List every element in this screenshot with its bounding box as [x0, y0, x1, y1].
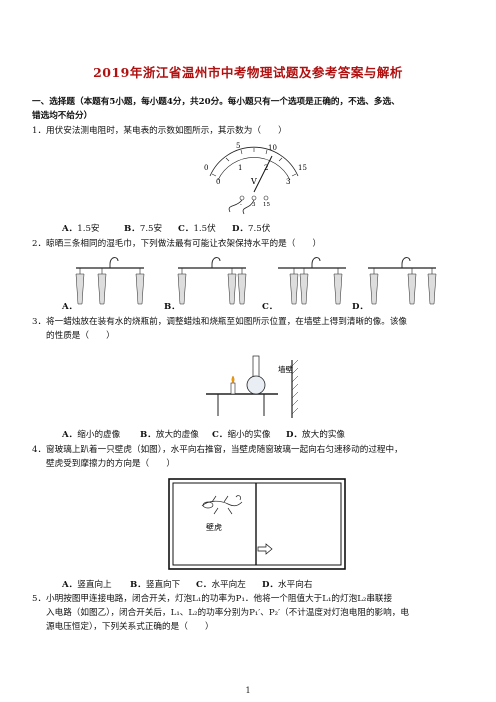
question-5-stem-cont-1: 入电路（如图乙），闭合开关后，L₁、L₂的功率分别为P₁′、P₂′（不计温度对灯…: [46, 608, 409, 618]
meter-inner-arc: [217, 157, 291, 181]
meter-label-low-1: 3: [286, 178, 290, 186]
question-5-stem-cont-2: 源电压恒定），下列关系式正确的是（ ）: [46, 622, 214, 632]
meter-scale-arc: [209, 146, 299, 177]
q1-option-d[interactable]: D．7.5伏: [232, 222, 270, 234]
window-frame: [168, 478, 346, 570]
q4-option-c[interactable]: C．水平向左: [196, 578, 246, 590]
q3-option-b-key: B．: [140, 430, 156, 440]
gecko-drawing: [201, 495, 243, 515]
q1-option-d-text: 7.5伏: [248, 224, 271, 234]
meter-wires: [228, 199, 255, 215]
q3-option-c[interactable]: C．缩小的实像: [212, 428, 270, 440]
q4-option-b-key: B．: [130, 580, 146, 590]
q3-option-d-text: 放大的实像: [302, 430, 346, 440]
meter-label-mid-2: 2: [264, 164, 268, 172]
terminal-label-1: 3: [252, 202, 256, 208]
window-inner-frame: [172, 482, 342, 566]
window-gecko-figure: 壁虎: [168, 478, 346, 570]
question-2-stem: 2．晾晒三条相同的湿毛巾，下列做法最有可能让衣架保持水平的是（ ）: [32, 239, 322, 249]
meter-label-mid-0: 0: [204, 164, 208, 172]
q1-option-a-key: A．: [62, 224, 78, 234]
q1-option-a-text: 1.5安: [77, 224, 100, 234]
q3-option-c-key: C．: [212, 430, 228, 440]
candle: [230, 382, 236, 395]
q1-option-b[interactable]: B．7.5安: [124, 222, 162, 234]
meter-needle: [253, 155, 273, 193]
q1-option-b-text: 7.5安: [139, 224, 163, 234]
q3-option-a[interactable]: A．缩小的虚像: [62, 428, 120, 440]
q4-option-c-text: 水平向左: [211, 580, 246, 590]
q1-option-a[interactable]: A．1.5安: [62, 222, 100, 234]
q3-option-d-key: D．: [286, 430, 303, 440]
meter-label-top-0: 5: [236, 142, 240, 150]
voltmeter-figure: 5 10 0 1 2 15 0 3 V - 3 15: [204, 142, 307, 215]
hanger-figure-a: [75, 257, 145, 305]
q2-option-c[interactable]: C．: [262, 302, 278, 312]
section-heading: 一、选择题（本题有5小题，每小题4分，共20分。每小题只有一个选项是正确的，不选…: [32, 97, 400, 107]
flask-neck: [252, 355, 260, 379]
question-1-stem: 1．用伏安法测电阻时，某电表的示数如图所示，其示数为（ ）: [32, 126, 287, 136]
q3-option-d[interactable]: D．放大的实像: [286, 428, 345, 440]
question-3-stem-cont: 的性质是（ ）: [46, 331, 115, 341]
question-5-stem: 5．小明按图甲连接电路，闭合开关，灯泡L₁的功率为P₁．他将一个阻值大于L₁的灯…: [32, 594, 393, 604]
terminal-label-0: -: [240, 202, 242, 208]
q4-option-d-text: 水平向右: [278, 580, 313, 590]
page-title: 2019年浙江省温州市中考物理试题及参考答案与解析: [93, 65, 403, 80]
q3-option-a-key: A．: [62, 430, 78, 440]
terminal-neg: [239, 195, 245, 201]
meter-ticks: [211, 148, 297, 177]
question-4-stem: 4．窗玻璃上趴着一只壁虎（如图），水平向右推窗，当壁虎随窗玻璃一起向右匀速移动的…: [32, 445, 403, 455]
q4-option-b-text: 竖直向下: [145, 580, 181, 590]
q4-option-b[interactable]: B．竖直向下: [130, 578, 180, 590]
q4-option-d[interactable]: D．水平向右: [262, 578, 312, 590]
candle-flask-figure: 墙壁: [206, 355, 299, 418]
q1-option-d-key: D．: [232, 224, 249, 234]
flask-body: [246, 375, 266, 395]
q4-option-a[interactable]: A．竖直向上: [62, 578, 112, 590]
meter-label-low-0: 0: [216, 178, 220, 186]
question-4-stem-cont: 壁虎受到摩擦力的方向是（ ）: [46, 459, 175, 469]
meter-symbol: V: [250, 177, 257, 186]
terminal-15: [263, 195, 269, 201]
q2-option-d[interactable]: D．: [352, 302, 369, 312]
q2-option-b[interactable]: B．: [164, 302, 180, 312]
meter-label-mid-3: 15: [298, 164, 307, 172]
meter-label-top-1: 10: [268, 144, 277, 152]
hanger-figure-d: [368, 257, 437, 305]
q3-option-b[interactable]: B．放大的虚像: [140, 428, 199, 440]
wall-hatch: [291, 359, 299, 415]
q1-option-c[interactable]: C．1.5伏: [178, 222, 216, 234]
terminal-label-2: 15: [263, 202, 270, 208]
q1-option-b-key: B．: [124, 224, 140, 234]
hanger-figure-c: [278, 257, 346, 305]
q3-option-c-text: 缩小的实像: [227, 430, 271, 440]
q4-option-c-key: C．: [196, 580, 212, 590]
q2-option-a[interactable]: A．: [62, 302, 78, 312]
q4-option-a-text: 竖直向上: [77, 580, 112, 590]
question-3-stem: 3．将一蜡烛放在装有水的烧瓶前，调整蜡烛和烧瓶至如图所示位置，在墙壁上得到清晰的…: [32, 317, 408, 327]
push-arrow: [257, 543, 273, 555]
q4-option-a-key: A．: [62, 580, 78, 590]
q1-option-c-key: C．: [178, 224, 194, 234]
hanger-figure-b: [177, 257, 247, 305]
candle-flame: [231, 375, 235, 384]
wall-label: 墙壁: [278, 364, 293, 374]
q1-option-c-text: 1.5伏: [193, 224, 216, 234]
meter-label-mid-1: 1: [238, 164, 242, 172]
q4-option-d-key: D．: [262, 580, 279, 590]
terminal-3: [251, 195, 257, 201]
gecko-label: 壁虎: [206, 522, 222, 532]
q3-option-a-text: 缩小的虚像: [77, 430, 121, 440]
section-heading-cont: 错选均不给分）: [32, 111, 93, 121]
page-number: 1: [245, 686, 251, 695]
q3-option-b-text: 放大的虚像: [155, 430, 199, 440]
